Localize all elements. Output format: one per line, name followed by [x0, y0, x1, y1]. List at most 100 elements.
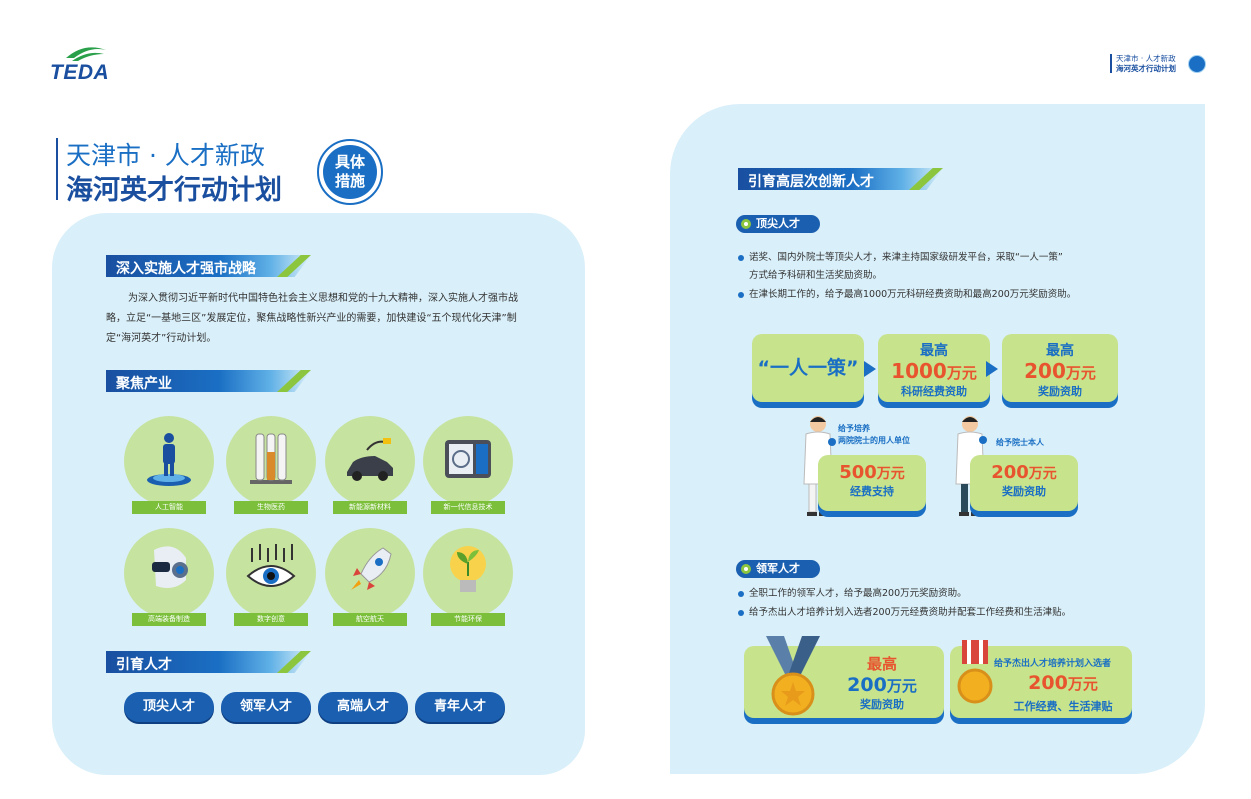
box-unit: 万元	[1065, 364, 1096, 382]
box-top: 最高	[1046, 343, 1074, 359]
industry-label: 高端装备制造	[132, 613, 206, 626]
policy-box: “一人一策”	[752, 334, 864, 402]
unit-funding-box: 500万元 经费支持	[818, 455, 926, 511]
box-amount: 200	[1024, 359, 1066, 383]
industry-label: 人工智能	[132, 501, 206, 514]
industry-new-energy: 新能源新材料	[325, 416, 415, 514]
bullet-item: 诺奖、国内外院士等顶尖人才，来津主持国家级研发平台，采取“一人一策”	[738, 248, 1063, 267]
header-badge-line2: 海河英才行动计划	[1116, 64, 1176, 73]
industry-it: 新一代信息技术	[423, 416, 513, 514]
title-bar	[56, 138, 58, 200]
scientist-caption: 给予培养	[838, 424, 870, 433]
leader-reward-box: 最高 200万元 奖励资助	[744, 636, 944, 718]
subsection-tag-leader: 领军人才	[736, 560, 820, 578]
bullet-text: 在津长期工作的，给予最高1000万元科研经费资助和最高200万元奖励资助。	[749, 289, 1077, 300]
industry-label: 数字创意	[234, 613, 308, 626]
box-unit: 万元	[876, 466, 905, 482]
box-amount: 200	[991, 462, 1029, 483]
academician-reward-box: 200万元 奖励资助	[970, 455, 1078, 511]
industry-label: 新能源新材料	[333, 501, 407, 514]
section-title: 深入实施人才强市战略	[116, 261, 256, 277]
section-title: 引育人才	[116, 657, 172, 673]
box-desc: 奖励资助	[1002, 485, 1046, 498]
research-funding-box: 最高 1000万元 科研经费资助	[878, 334, 990, 402]
bullet-text: 诺奖、国内外院士等顶尖人才，来津主持国家级研发平台，采取“一人一策”	[749, 252, 1063, 263]
fingerprint-scanner-icon	[445, 440, 491, 478]
industry-equipment: 高端装备制造	[124, 528, 214, 626]
arrow-right-icon	[986, 361, 998, 377]
header-badge: 天津市 · 人才新政 海河英才行动计划	[1110, 53, 1210, 75]
industry-aerospace: 航空航天	[325, 528, 415, 626]
talent-pill-youth[interactable]: 青年人才	[415, 692, 505, 722]
industry-label: 生物医药	[234, 501, 308, 514]
industry-digital: 数字创意	[226, 528, 316, 626]
box-caption: 给予杰出人才培养计划入选者	[994, 659, 1112, 669]
box-amount: 200	[847, 674, 887, 696]
box-amount: 1000	[891, 359, 947, 383]
eco-bulb-icon	[450, 546, 486, 592]
tag-dot-icon	[741, 219, 751, 229]
bullet-item: 给予杰出人才培养计划入选者200万元经费资助并配套工作经费和生活津贴。	[738, 603, 1071, 622]
box-desc: 奖励资助	[860, 698, 904, 711]
arrow-right-icon	[864, 361, 876, 377]
logo-text: TEDA	[50, 61, 110, 84]
box-amount: 200	[1028, 672, 1068, 694]
box-unit: 万元	[1028, 466, 1057, 482]
header-badge-line1: 天津市 · 人才新政	[1116, 54, 1176, 63]
medal-ribbon-icon	[957, 640, 993, 704]
box-desc: 科研经费资助	[901, 385, 967, 398]
tag-dot-icon	[741, 564, 751, 574]
page-subtitle: 天津市 · 人才新政	[66, 141, 265, 170]
leaf-icon	[66, 47, 106, 61]
reward-box: 最高 200万元 奖励资助	[1002, 334, 1118, 402]
section-title: 引育高层次创新人才	[748, 174, 874, 190]
box-amount: 500	[839, 462, 877, 483]
box-desc: 经费支持	[850, 485, 894, 498]
box-desc: 工作经费、生活津贴	[1013, 700, 1113, 713]
talent-pill-top[interactable]: 顶尖人才	[124, 692, 214, 722]
industry-label: 新一代信息技术	[431, 501, 505, 514]
industry-biomed: 生物医药	[226, 416, 316, 514]
industry-label: 节能环保	[431, 613, 505, 626]
badge-emblem-icon	[1188, 55, 1206, 73]
measures-badge-top: 具体	[334, 153, 365, 171]
rocket-icon	[351, 547, 392, 590]
industry-eco: 节能环保	[423, 528, 513, 626]
scientist-caption: 给予院士本人	[996, 438, 1044, 447]
teda-logo: TEDA	[50, 44, 130, 84]
section-header-strategy: 深入实施人才强市战略	[106, 255, 311, 277]
measures-badge: 具体 措施	[317, 139, 383, 205]
bullet-item: 全职工作的领军人才，给予最高200万元奖励资助。	[738, 584, 967, 603]
page-title: 海河英才行动计划	[66, 175, 282, 206]
subsection-tag-label: 顶尖人才	[756, 217, 800, 230]
outstanding-talent-box: 给予杰出人才培养计划入选者 200万元 工作经费、生活津贴	[950, 640, 1132, 718]
industry-ai: 人工智能	[124, 416, 214, 514]
bullet-text: 给予杰出人才培养计划入选者200万元经费资助并配套工作经费和生活津贴。	[749, 607, 1072, 618]
industry-label: 航空航天	[333, 613, 407, 626]
box-unit: 万元	[1067, 675, 1098, 693]
box-top: 最高	[920, 343, 948, 359]
subsection-tag-top: 顶尖人才	[736, 215, 820, 233]
robot-head-icon	[152, 546, 188, 588]
medal-icon	[766, 636, 820, 716]
talent-pill-leader[interactable]: 领军人才	[221, 692, 311, 722]
section-header-talent: 引育人才	[106, 651, 311, 673]
intro-paragraph: 为深入贯彻习近平新时代中国特色社会主义思想和党的十九大精神，深入实施人才强市战略…	[106, 293, 518, 344]
bullet-text: 方式给予科研和生活奖励资助。	[749, 270, 883, 281]
measures-badge-bottom: 措施	[334, 172, 365, 190]
scientist-caption: 两院院士的用人单位	[838, 436, 910, 445]
bullet-item-cont: 方式给予科研和生活奖励资助。	[749, 266, 882, 285]
box-unit: 万元	[886, 677, 917, 695]
box-unit: 万元	[946, 364, 977, 382]
section-header-industries: 聚焦产业	[106, 370, 311, 392]
ev-car-icon	[347, 438, 393, 481]
test-tube-icon	[250, 433, 292, 484]
section-title: 聚焦产业	[116, 376, 172, 392]
talent-pill-high-end[interactable]: 高端人才	[318, 692, 408, 722]
subsection-tag-label: 领军人才	[756, 562, 800, 575]
digital-eye-icon	[246, 544, 296, 587]
bullet-text: 全职工作的领军人才，给予最高200万元奖励资助。	[749, 588, 967, 599]
box-top: 最高	[866, 655, 897, 673]
ai-hologram-icon	[147, 433, 191, 486]
policy-text: “一人一策”	[757, 357, 859, 379]
